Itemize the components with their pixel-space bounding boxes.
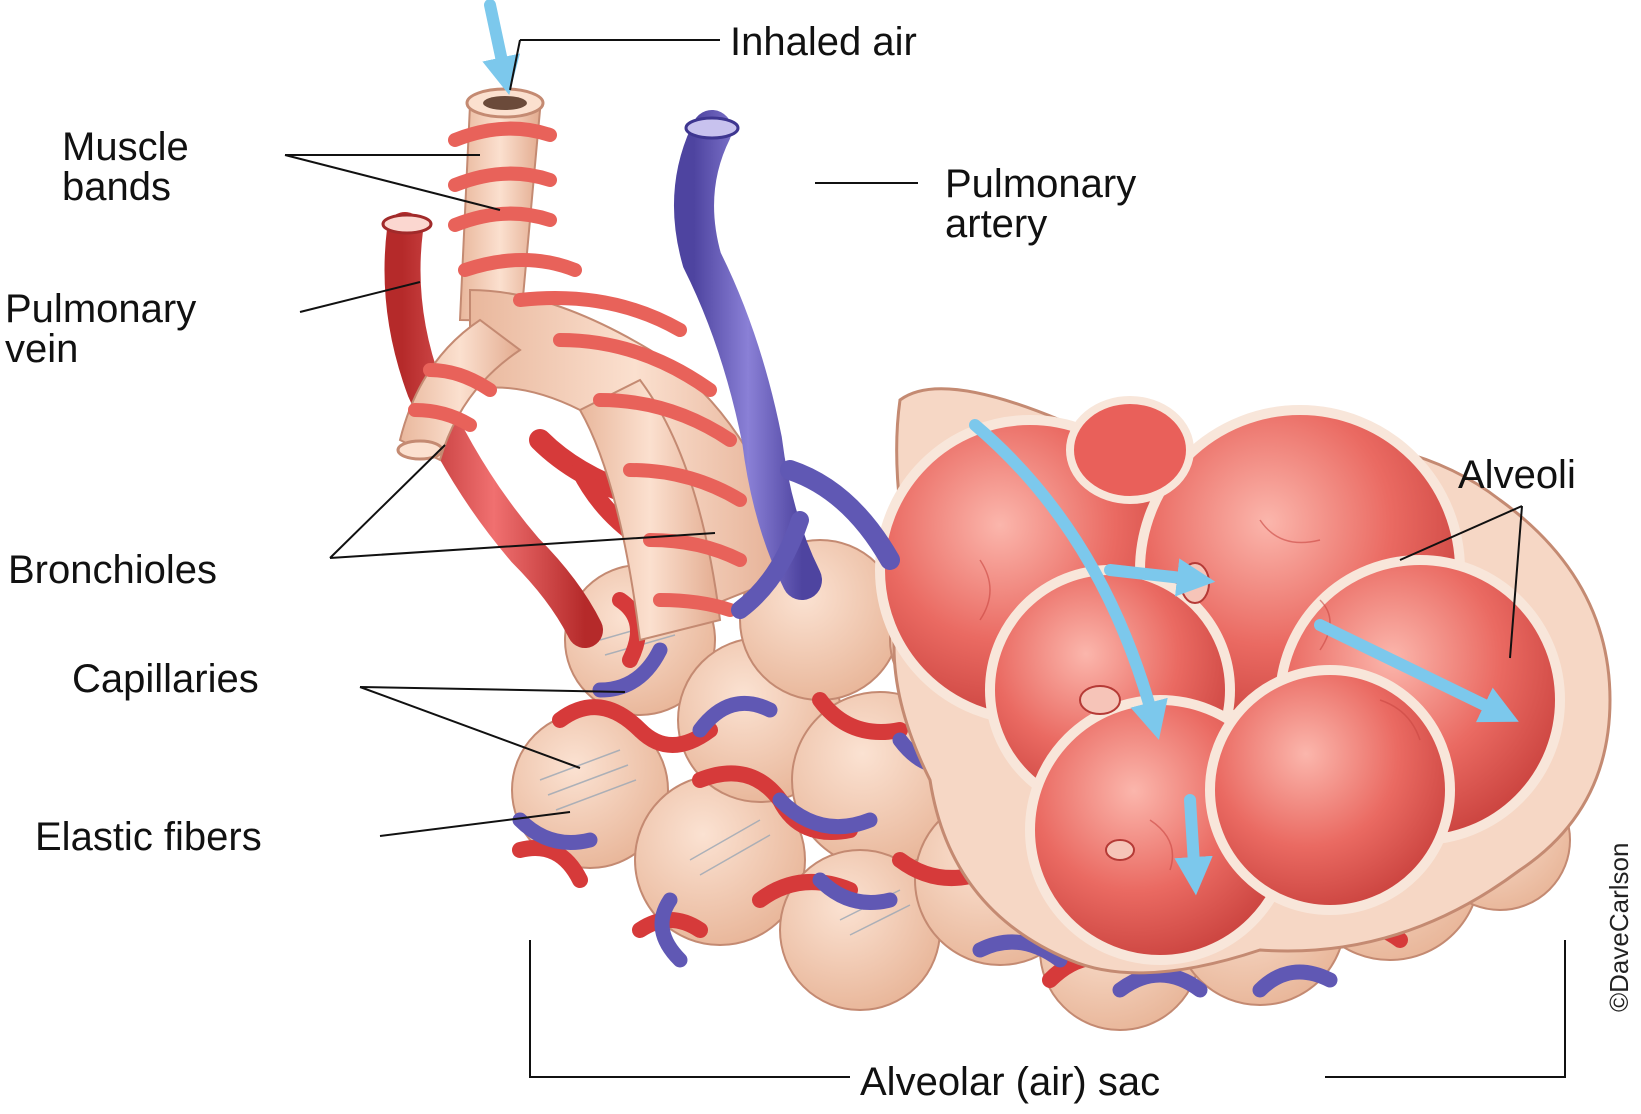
label-pulmonary-vein-line1: Pulmonary <box>5 287 196 331</box>
label-capillaries: Capillaries <box>72 657 259 701</box>
label-alveolar-sac: Alveolar (air) sac <box>860 1060 1160 1104</box>
label-pulmonary-artery-line2: artery <box>945 202 1047 246</box>
label-pulmonary-vein-line2: vein <box>5 327 78 371</box>
label-inhaled-air: Inhaled air <box>730 20 917 64</box>
inhaled-air-arrow <box>490 5 506 80</box>
label-bronchioles: Bronchioles <box>8 548 217 592</box>
label-muscle-bands-line2: bands <box>62 165 171 209</box>
label-muscle-bands-line1: Muscle <box>62 125 189 169</box>
label-elastic-fibers: Elastic fibers <box>35 815 262 859</box>
airflow-arrow-lower <box>1190 800 1195 880</box>
credit-text: ©DaveCarlson <box>1604 843 1634 1012</box>
label-alveoli: Alveoli <box>1458 453 1576 497</box>
label-pulmonary-artery-line1: Pulmonary <box>945 162 1136 206</box>
